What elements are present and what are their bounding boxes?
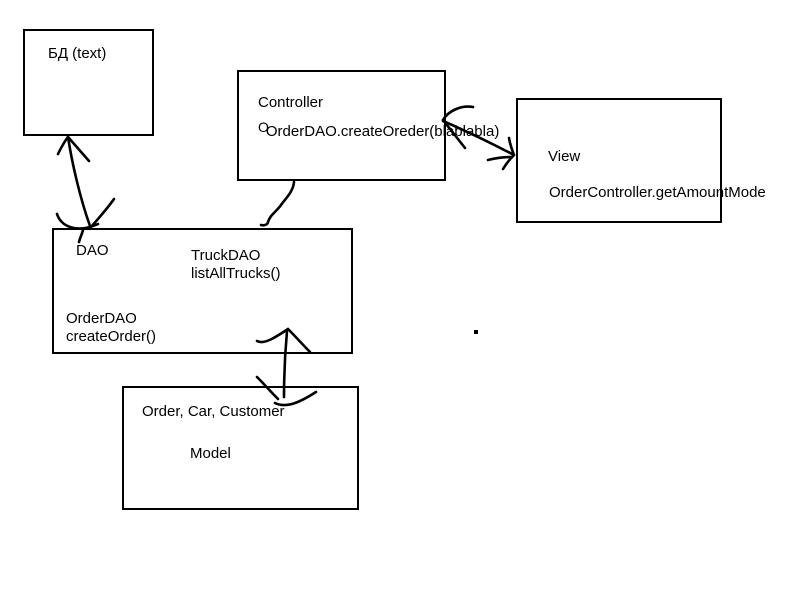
model-classes: Order, Car, Customer xyxy=(142,403,285,420)
controller-method-line: OOrderDAO.createOreder(blablabla) xyxy=(258,119,500,141)
listalltrucks-label: listAllTrucks() xyxy=(191,265,281,282)
view-method: OrderController.getAmountMode xyxy=(549,184,766,201)
truckdao-label: TruckDAO xyxy=(191,247,261,264)
controller-box: Controller OOrderDAO.createOreder(blabla… xyxy=(237,70,499,181)
orderdao-label: OrderDAO xyxy=(66,310,137,327)
stray-dot xyxy=(474,330,478,334)
createorder-label: createOrder() xyxy=(66,328,157,345)
orderdao-block: OrderDAO createOrder() xyxy=(66,310,156,346)
bd-label: БД (text) xyxy=(48,45,107,62)
stray-o-glyph: O xyxy=(258,119,269,135)
controller-title: Controller xyxy=(258,94,324,111)
dao-title: DAO xyxy=(76,242,109,259)
arrow-bd-dao xyxy=(55,135,116,244)
line-controller-dao xyxy=(259,180,296,227)
bd-box: БД (text) xyxy=(23,29,154,136)
view-box: View OrderController.getAmountMode xyxy=(516,98,766,223)
model-box: Order, Car, Customer Model xyxy=(122,386,359,510)
truckdao-block: TruckDAO listAllTrucks() xyxy=(191,247,280,283)
model-title: Model xyxy=(190,445,231,462)
view-title: View xyxy=(548,148,581,165)
controller-method: OrderDAO.createOreder(blablabla) xyxy=(265,123,500,140)
dao-box: DAO TruckDAO listAllTrucks() OrderDAO cr… xyxy=(52,228,353,354)
